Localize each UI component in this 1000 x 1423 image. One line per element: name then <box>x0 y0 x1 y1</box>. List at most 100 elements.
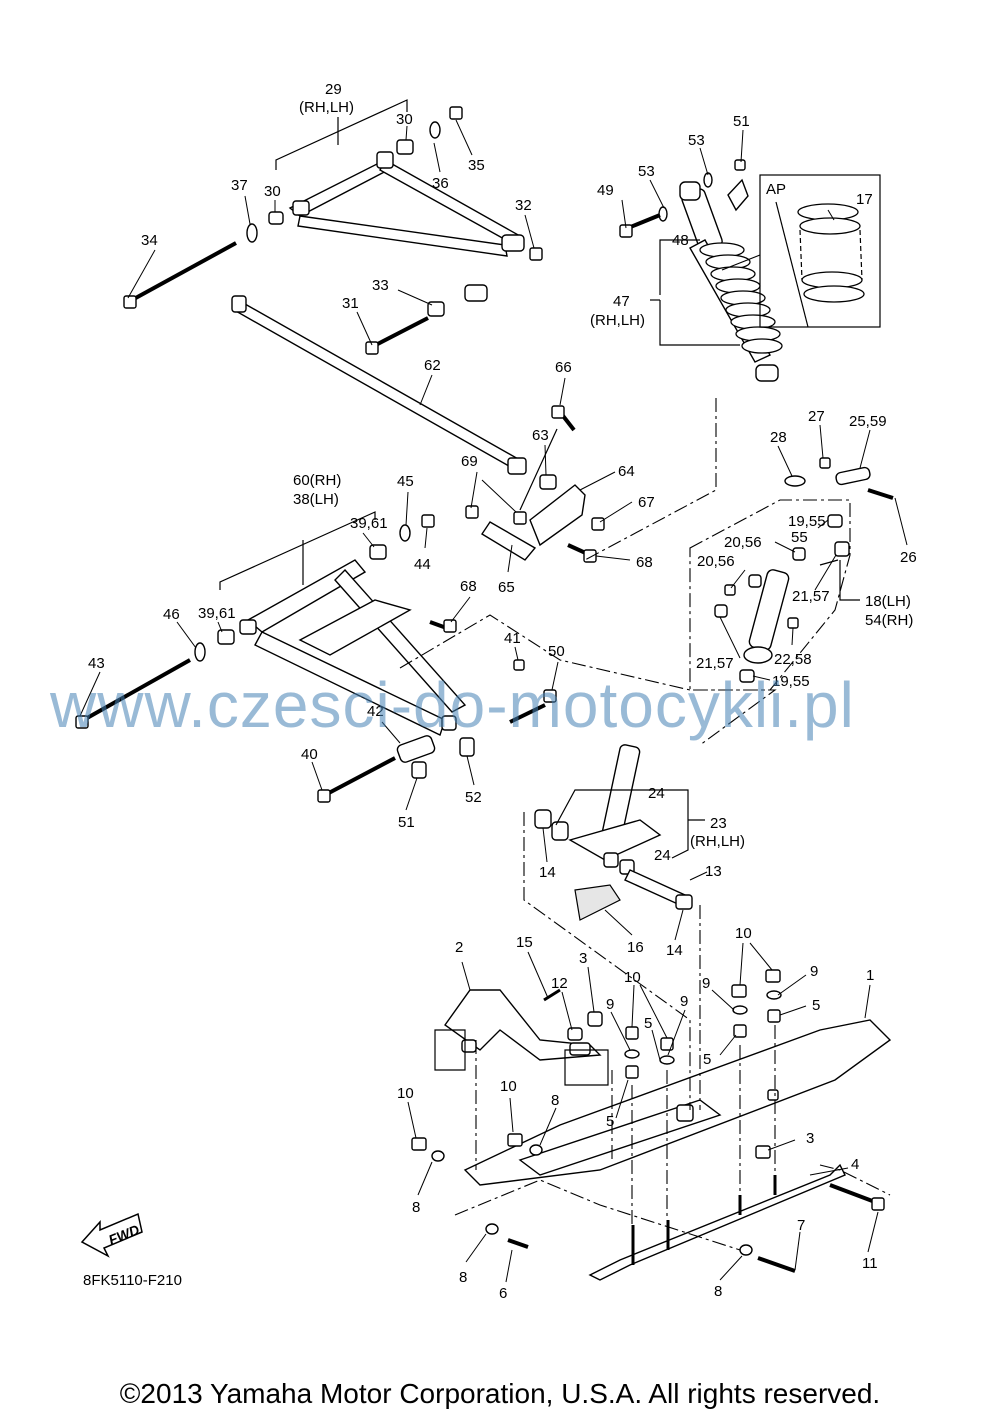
reference-lines <box>399 398 891 1251</box>
label-26: 26 <box>900 549 917 566</box>
copyright-notice: ©2013 Yamaha Motor Corporation, U.S.A. A… <box>119 1378 881 1409</box>
label-24b: 24 <box>654 847 671 864</box>
drawing-code: 8FK5110-F210 <box>83 1272 182 1289</box>
drive-shaft <box>231 295 527 475</box>
label-67: 67 <box>638 494 655 511</box>
label-33: 33 <box>372 277 389 294</box>
label-43: 43 <box>88 655 105 672</box>
label-31: 31 <box>342 295 359 312</box>
label-37: 37 <box>231 177 248 194</box>
shock-absorber <box>619 159 881 382</box>
label-51b: 51 <box>398 814 415 831</box>
label-5d: 5 <box>703 1051 711 1068</box>
label-1: 1 <box>866 967 874 984</box>
label-5b: 5 <box>606 1113 614 1130</box>
label-AP: AP <box>766 181 786 198</box>
label-20-56a: 20,56 <box>724 534 762 551</box>
label-21-57a: 21,57 <box>792 588 830 605</box>
label-30: 30 <box>396 111 413 128</box>
label-29: 29 <box>325 81 342 98</box>
label-36: 36 <box>432 175 449 192</box>
label-2: 2 <box>455 939 463 956</box>
label-62: 62 <box>424 357 441 374</box>
label-47: 47 <box>613 293 630 310</box>
label-14b: 14 <box>666 942 683 959</box>
label-18: 18(LH) <box>865 593 911 610</box>
label-20-56b: 20,56 <box>697 553 735 570</box>
label-47-sub: (RH,LH) <box>590 312 645 329</box>
label-3b: 3 <box>806 1130 814 1147</box>
leader-lines <box>79 119 908 1283</box>
label-44: 44 <box>414 556 431 573</box>
label-8c: 8 <box>459 1269 467 1286</box>
ski-column <box>534 744 705 921</box>
label-53a: 53 <box>688 132 705 149</box>
watermark-text: www.czesci-do-motocykli.pl <box>50 669 855 741</box>
label-40: 40 <box>301 746 318 763</box>
label-64: 64 <box>618 463 635 480</box>
label-12: 12 <box>551 975 568 992</box>
label-9a: 9 <box>606 996 614 1013</box>
label-23: 23 <box>710 815 727 832</box>
label-24a: 24 <box>648 785 665 802</box>
label-5c: 5 <box>812 997 820 1014</box>
label-14a: 14 <box>539 864 556 881</box>
callout-labels: 29 (RH,LH) 30 35 36 37 30 32 34 33 31 53… <box>88 81 917 1302</box>
label-8a: 8 <box>551 1092 559 1109</box>
label-65: 65 <box>498 579 515 596</box>
label-23-sub: (RH,LH) <box>690 833 745 850</box>
fwd-arrow-icon: FWD <box>80 1212 143 1258</box>
label-48: 48 <box>672 232 689 249</box>
label-68b: 68 <box>460 578 477 595</box>
label-51a: 51 <box>733 113 750 130</box>
bellcrank-assembly <box>465 405 605 563</box>
label-6: 6 <box>499 1285 507 1302</box>
label-55: 55 <box>791 529 808 546</box>
lower-a-arm <box>75 511 557 803</box>
label-9c: 9 <box>702 975 710 992</box>
label-9b: 9 <box>680 993 688 1010</box>
label-39-61a: 39,61 <box>350 515 388 532</box>
label-38: 38(LH) <box>293 491 339 508</box>
label-45: 45 <box>397 473 414 490</box>
label-27: 27 <box>808 408 825 425</box>
label-63: 63 <box>532 427 549 444</box>
label-28: 28 <box>770 429 787 446</box>
label-35: 35 <box>468 157 485 174</box>
label-49: 49 <box>597 182 614 199</box>
label-11: 11 <box>862 1255 878 1272</box>
label-50: 50 <box>548 643 565 660</box>
label-52: 52 <box>465 789 482 806</box>
label-16: 16 <box>627 939 644 956</box>
label-7: 7 <box>797 1217 805 1234</box>
label-32: 32 <box>515 197 532 214</box>
label-8d: 8 <box>714 1283 722 1300</box>
label-9d: 9 <box>810 963 818 980</box>
label-54: 54(RH) <box>865 612 913 629</box>
label-66: 66 <box>555 359 572 376</box>
label-10d: 10 <box>500 1078 517 1095</box>
label-30b: 30 <box>264 183 281 200</box>
label-10a: 10 <box>624 969 641 986</box>
label-8b: 8 <box>412 1199 420 1216</box>
label-13: 13 <box>705 863 722 880</box>
label-42: 42 <box>367 703 384 720</box>
label-5a: 5 <box>644 1015 652 1032</box>
label-3a: 3 <box>579 950 587 967</box>
label-10c: 10 <box>397 1085 414 1102</box>
label-4: 4 <box>851 1156 859 1173</box>
label-39-61b: 39,61 <box>198 605 236 622</box>
label-10b: 10 <box>735 925 752 942</box>
label-15: 15 <box>516 934 533 951</box>
label-29-sub: (RH,LH) <box>299 99 354 116</box>
spindle-assembly <box>689 457 894 691</box>
upper-a-arm <box>123 99 543 355</box>
label-22-58: 22,58 <box>774 651 812 668</box>
label-25-59: 25,59 <box>849 413 887 430</box>
ski <box>444 989 892 1281</box>
label-21-57b: 21,57 <box>696 655 734 672</box>
label-46: 46 <box>163 606 180 623</box>
label-17: 17 <box>856 191 873 208</box>
label-19-55a: 19,55 <box>788 513 826 530</box>
